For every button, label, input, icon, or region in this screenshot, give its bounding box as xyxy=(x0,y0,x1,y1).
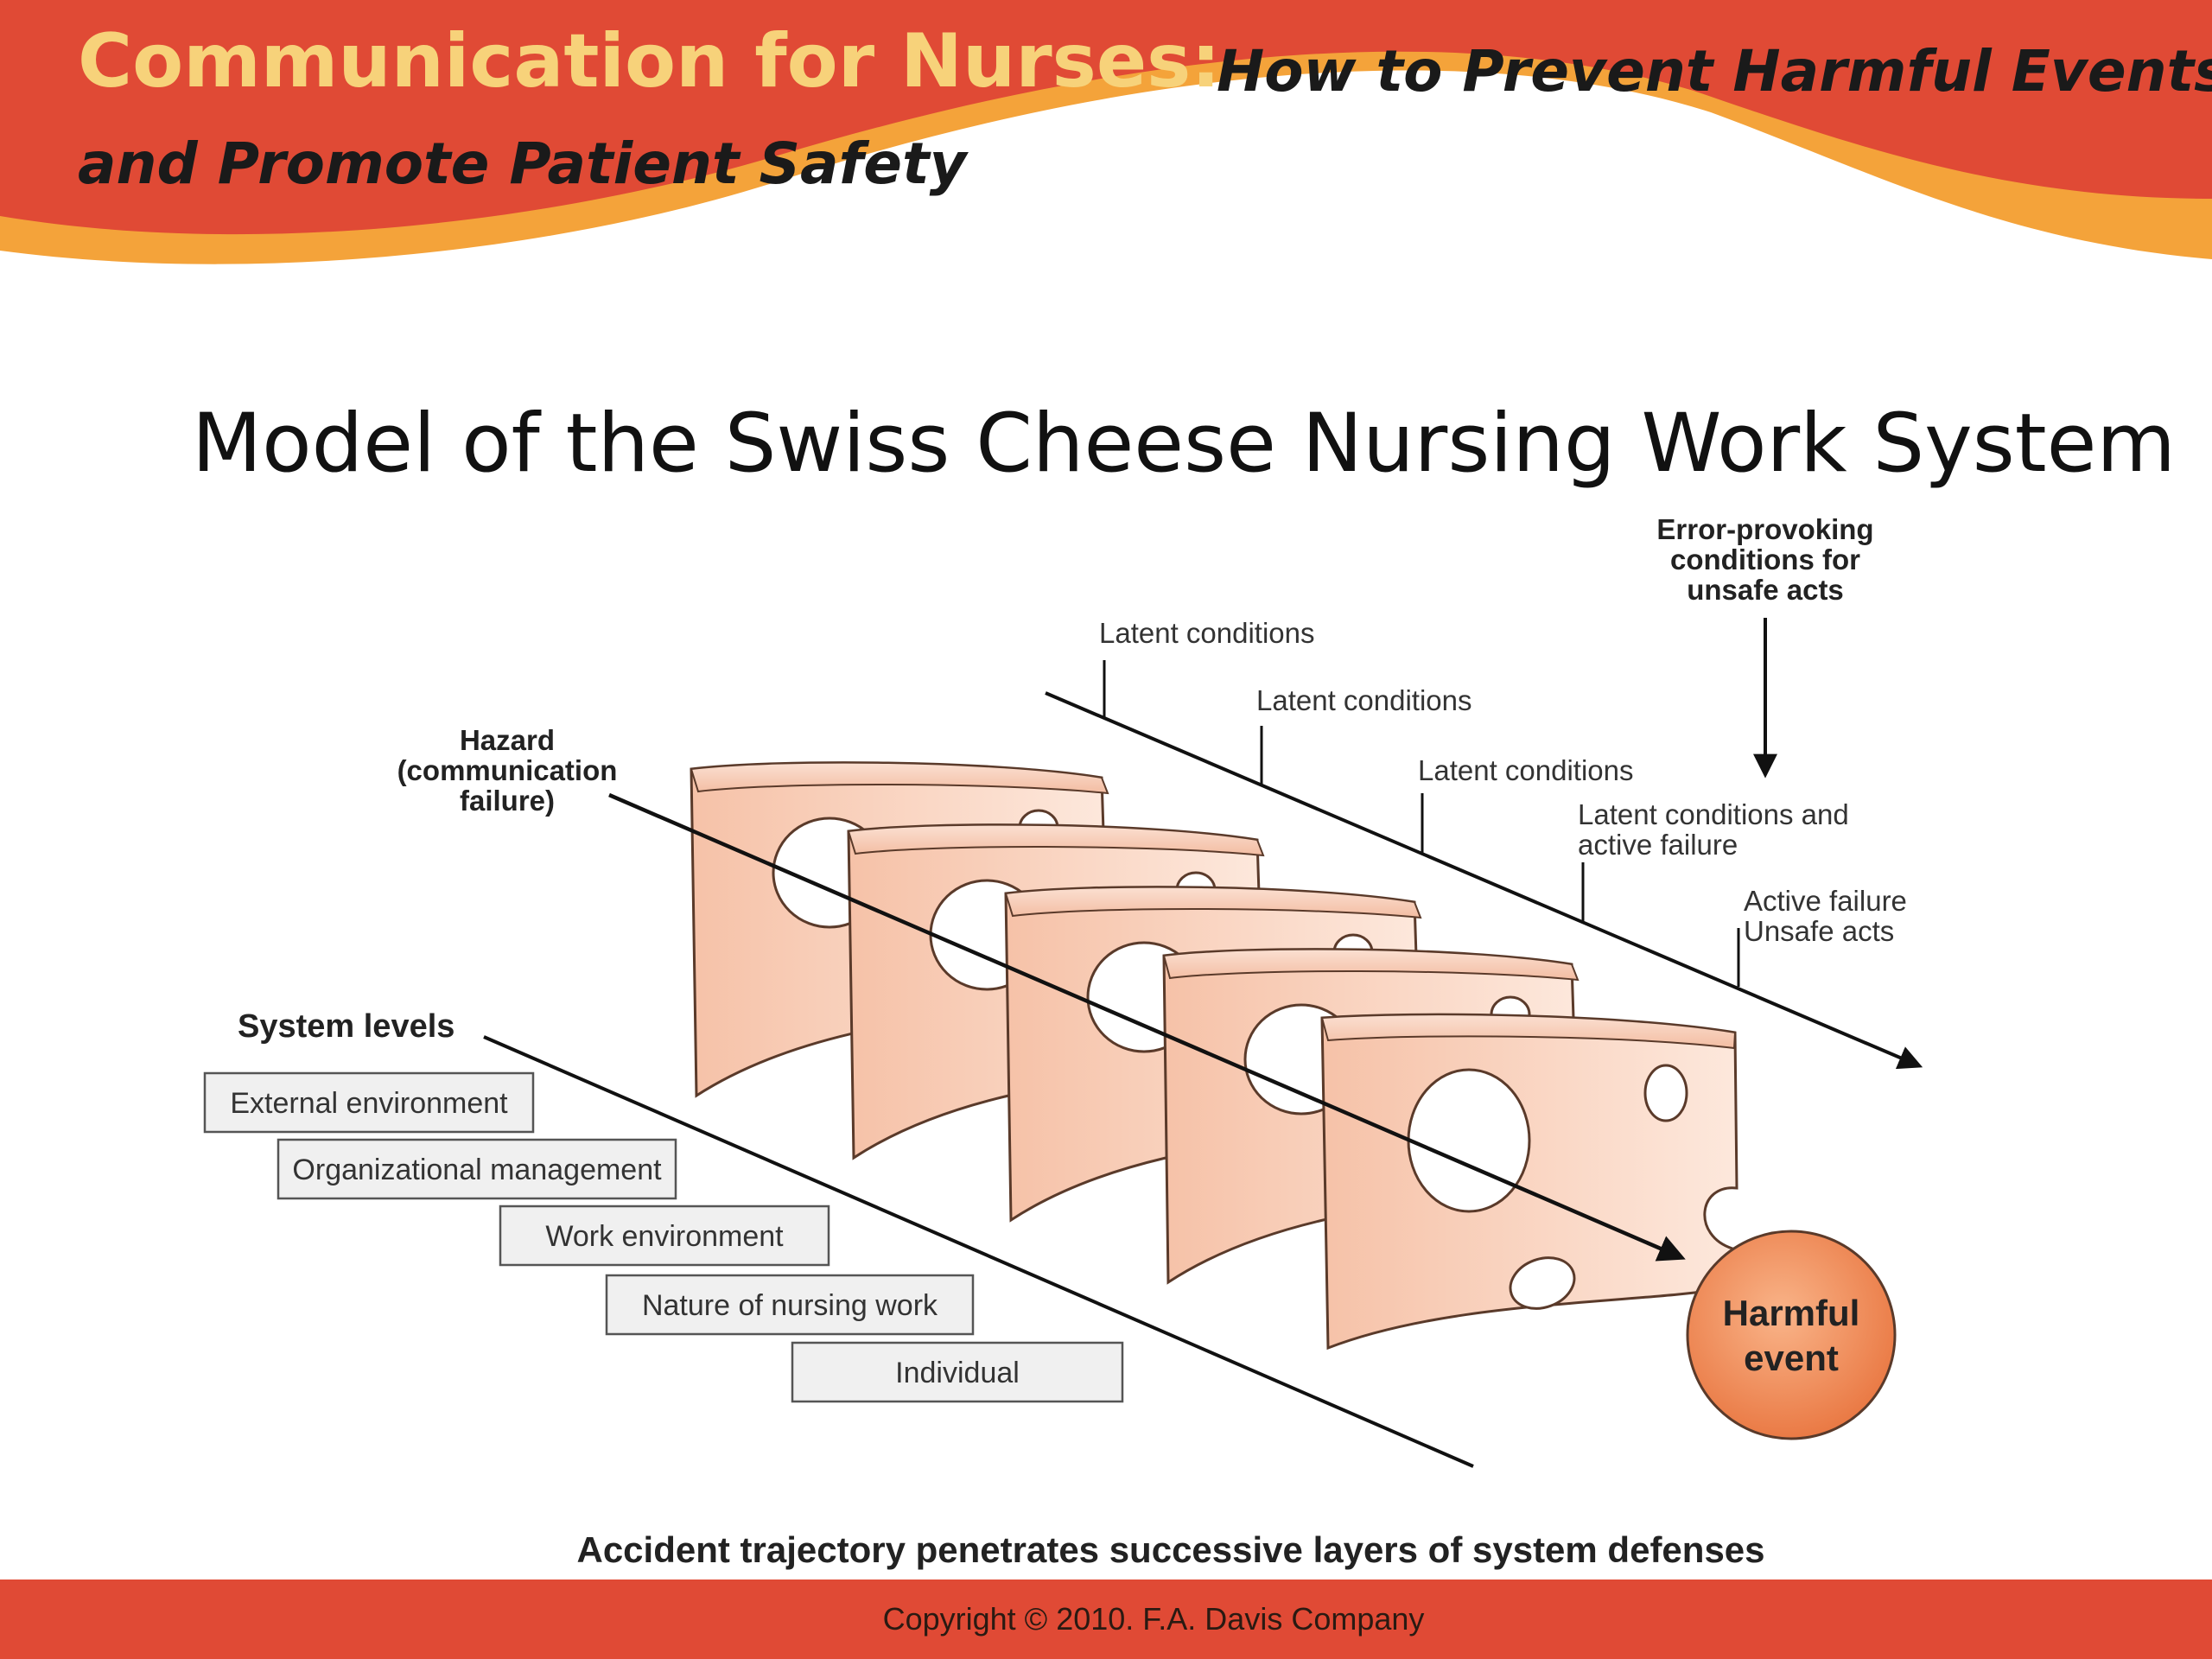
hazard-line: failure) xyxy=(460,785,555,817)
header-banner xyxy=(0,0,2212,264)
hazard-line: Hazard xyxy=(460,724,555,756)
system-levels-line xyxy=(483,1035,1474,1468)
header-subtitle-line2: and Promote Patient Safety xyxy=(78,130,969,197)
system-level-box: Individual xyxy=(791,1341,1124,1403)
system-level-label: External environment xyxy=(230,1087,508,1120)
error-provoking-line: conditions for xyxy=(1670,543,1860,575)
hazard-label: Hazard (communication failure) xyxy=(397,724,618,817)
system-levels-title: System levels xyxy=(238,1008,454,1045)
system-level-label: Nature of nursing work xyxy=(642,1289,938,1322)
footer-copyright: Copyright © 2010. F.A. Davis Company xyxy=(883,1601,1425,1637)
system-level-box: Work environment xyxy=(499,1205,830,1267)
header-title: Communication for Nurses: xyxy=(78,18,1221,105)
latent-label-3: Latent conditions xyxy=(1418,754,1634,786)
error-provoking-label: Error-provoking conditions for unsafe ac… xyxy=(1656,513,1873,606)
slide-title: Model of the Swiss Cheese Nursing Work S… xyxy=(192,397,2176,491)
footer-bar xyxy=(0,1580,2212,1659)
system-level-label: Work environment xyxy=(545,1220,784,1253)
header-subtitle-line1: How to Prevent Harmful Events xyxy=(1217,38,2212,105)
system-level-box: Nature of nursing work xyxy=(605,1274,975,1336)
active-failure-line: Active failure xyxy=(1744,885,1907,917)
diagram-caption: Accident trajectory penetrates successiv… xyxy=(576,1529,1764,1570)
accident-trajectory-arrow xyxy=(608,792,1686,1262)
latent-label-1: Latent conditions xyxy=(1099,617,1315,649)
system-level-label: Organizational management xyxy=(292,1154,662,1186)
latent-active-line: active failure xyxy=(1578,829,1738,861)
latent-label-2: Latent conditions xyxy=(1256,684,1472,716)
system-level-label: Individual xyxy=(895,1357,1020,1389)
active-failure-line: Unsafe acts xyxy=(1744,915,1894,947)
harmful-event-line: event xyxy=(1744,1338,1839,1378)
hazard-line: (communication xyxy=(397,754,618,786)
error-provoking-line: unsafe acts xyxy=(1687,574,1844,606)
system-level-box: Organizational management xyxy=(276,1138,677,1200)
conditions-timeline-arrow xyxy=(1045,691,1923,1070)
system-level-box: External environment xyxy=(203,1071,535,1134)
harmful-event-line: Harmful xyxy=(1723,1293,1860,1333)
error-provoking-line: Error-provoking xyxy=(1656,513,1873,545)
harmful-event-circle: Harmful event xyxy=(1686,1230,1897,1440)
cheese-slice xyxy=(1320,1013,1738,1351)
latent-active-line: Latent conditions and xyxy=(1578,798,1849,830)
